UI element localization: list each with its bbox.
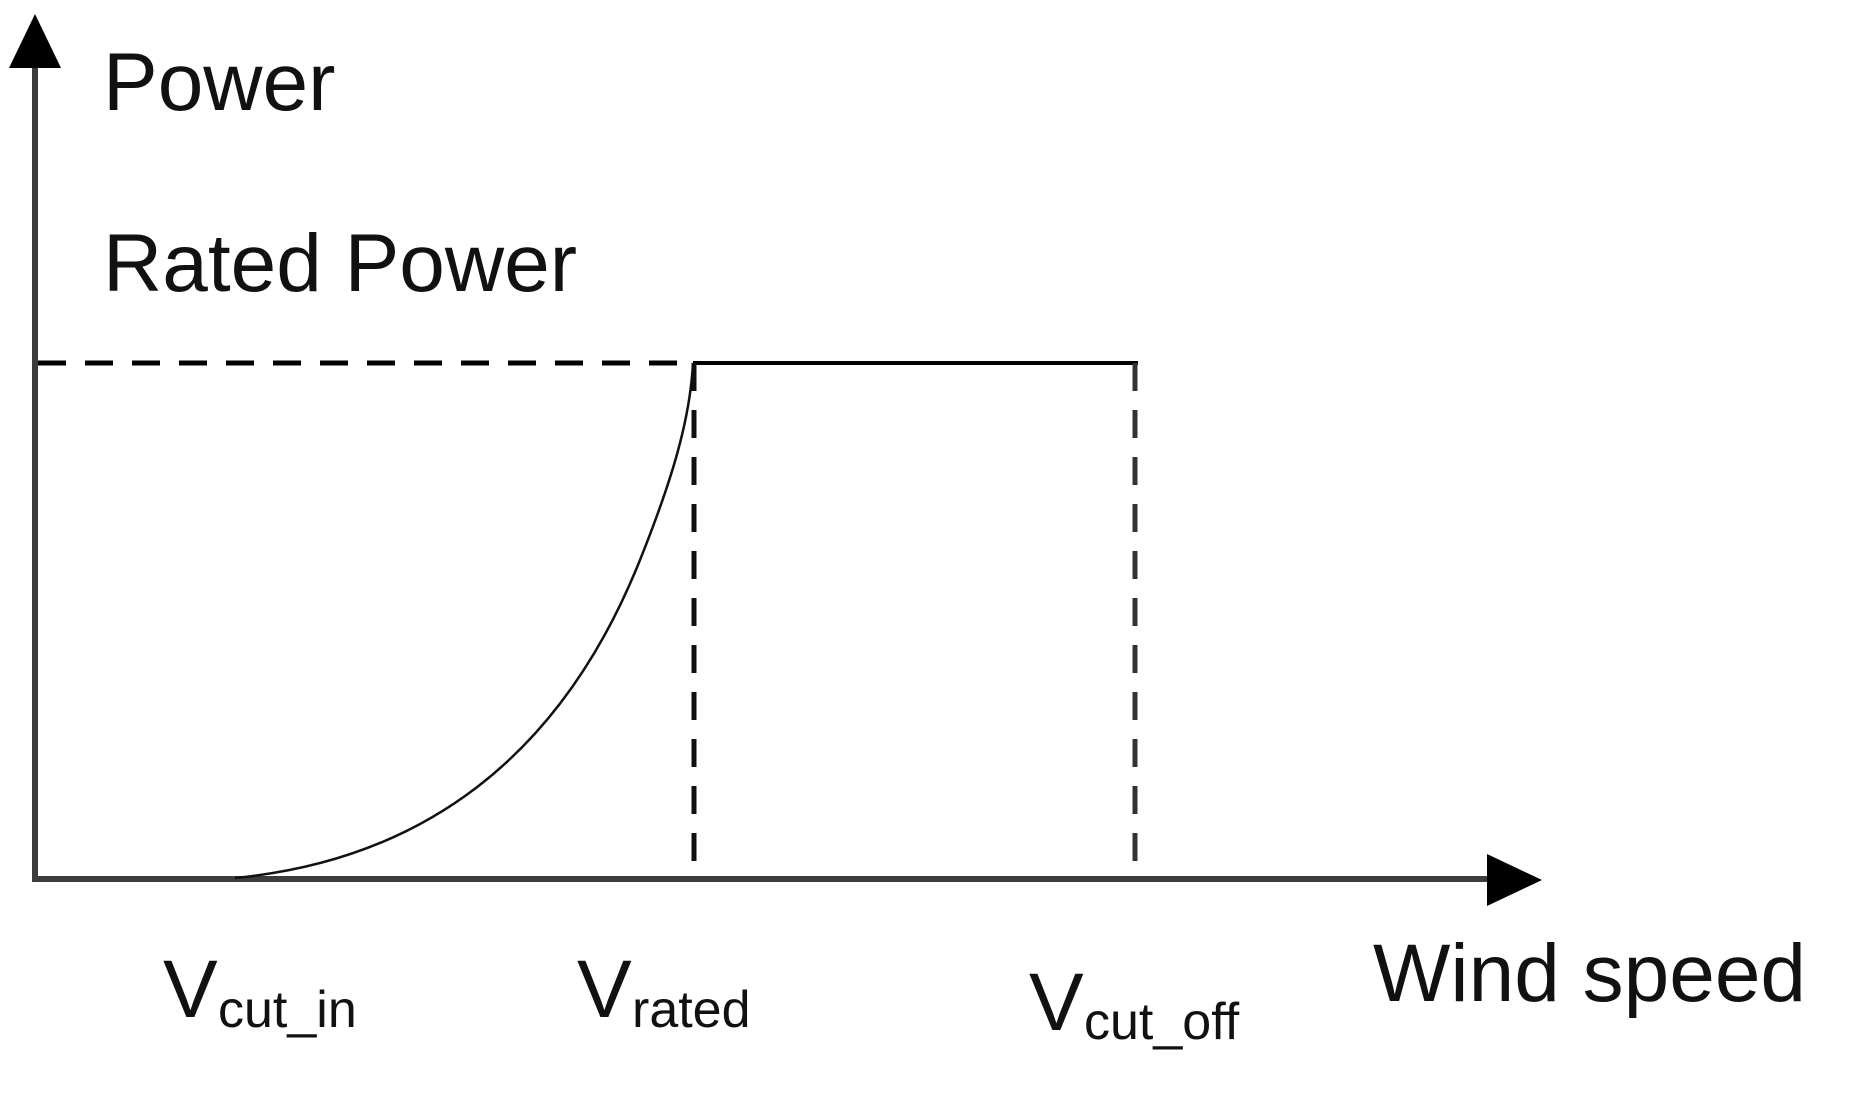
y-axis-arrow-icon — [9, 14, 61, 68]
y-axis-label: Power — [103, 37, 335, 128]
v-rated-main: V — [577, 944, 632, 1035]
x-axis-arrow-icon — [1487, 854, 1542, 906]
v-cut-off-main: V — [1029, 957, 1084, 1048]
v-cut-off-label: V cut_off — [1029, 957, 1240, 1051]
power-ramp-curve — [234, 362, 695, 880]
v-rated-subscript: rated — [632, 981, 751, 1039]
v-cut-in-main: V — [163, 944, 218, 1035]
rated-power-label: Rated Power — [103, 218, 577, 309]
v-cut-off-subscript: cut_off — [1084, 993, 1240, 1051]
x-axis-label: Wind speed — [1373, 928, 1806, 1019]
v-cut-in-subscript: cut_in — [218, 981, 357, 1039]
v-rated-label: V rated — [577, 944, 751, 1039]
v-cut-in-label: V cut_in — [163, 944, 357, 1039]
